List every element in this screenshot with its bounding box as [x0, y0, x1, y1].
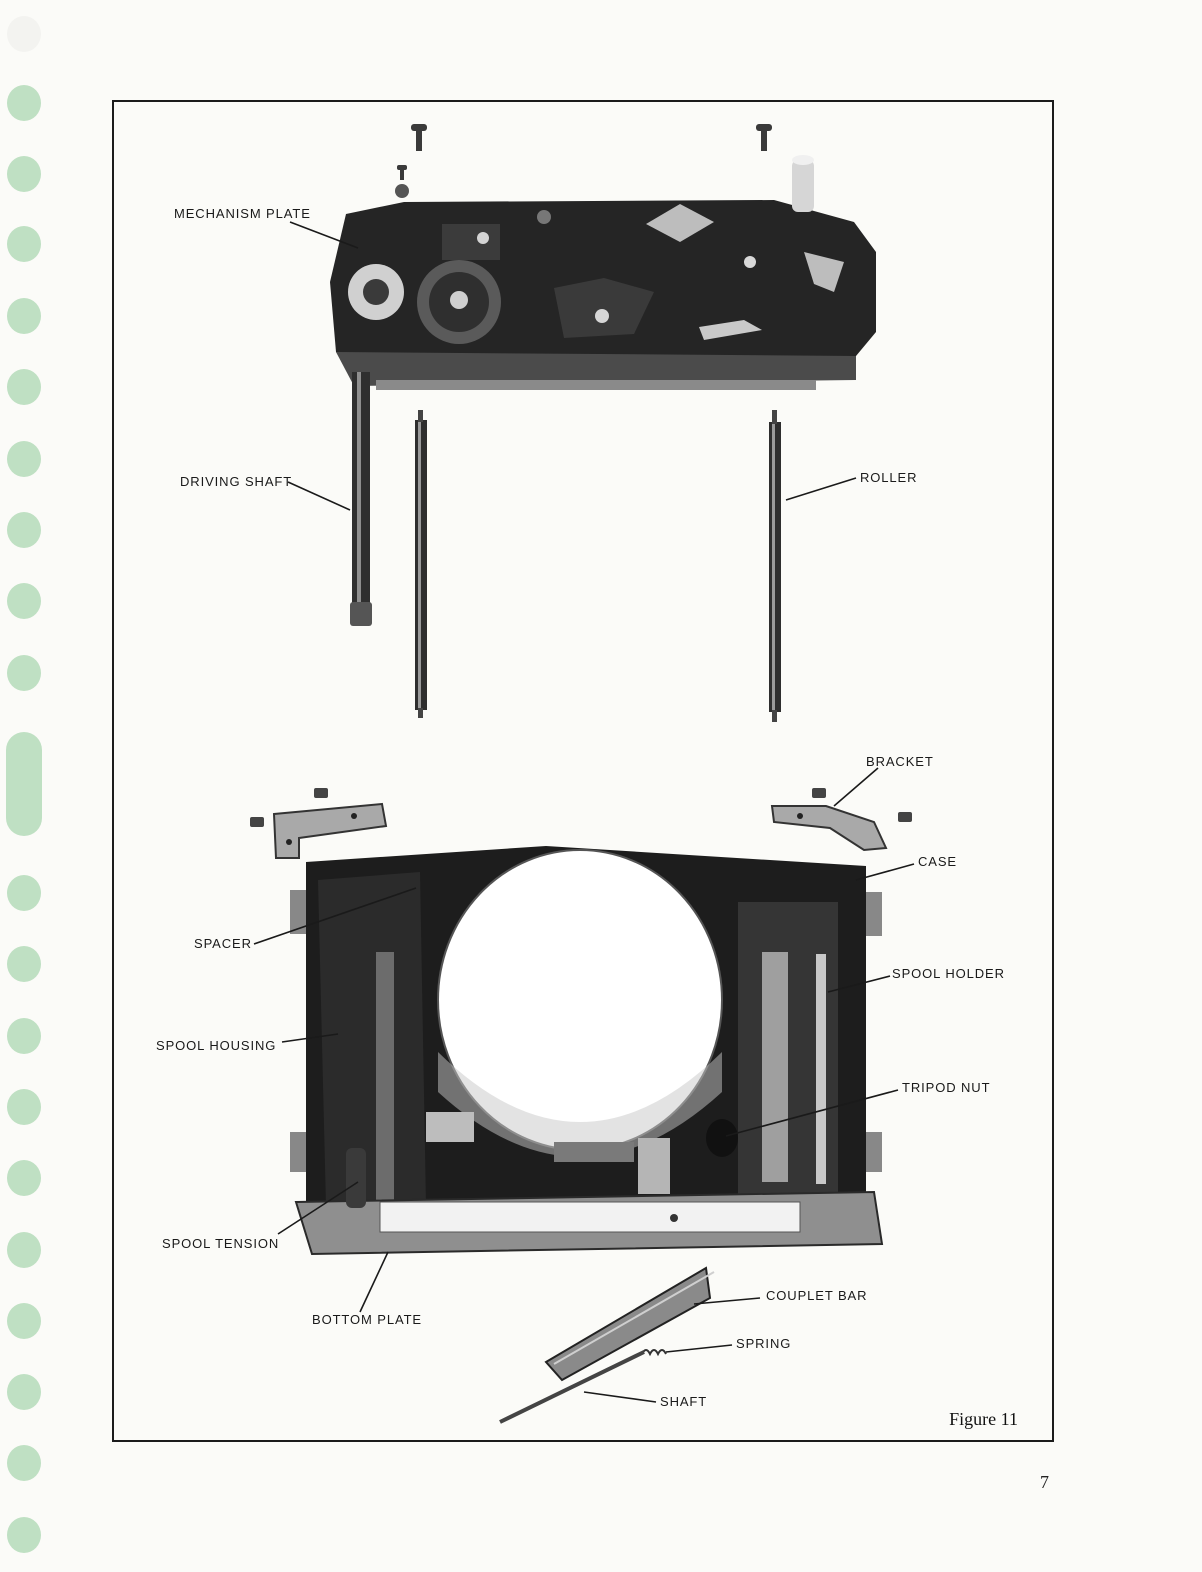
rod	[415, 410, 427, 718]
binding-holes	[0, 0, 60, 1572]
label-case: CASE	[918, 854, 957, 869]
label-shaft: SHAFT	[660, 1394, 707, 1409]
screw	[756, 124, 772, 151]
bracket-left	[250, 788, 386, 858]
screw	[411, 124, 427, 151]
spring-part	[642, 1350, 666, 1354]
label-mechanism-plate: MECHANISM PLATE	[174, 206, 311, 221]
label-roller: ROLLER	[860, 470, 917, 485]
label-spool-holder: SPOOL HOLDER	[892, 966, 1005, 981]
figure-frame: MECHANISM PLATE DRIVING SHAFT ROLLER BRA…	[112, 100, 1054, 1442]
couplet-bar	[546, 1268, 714, 1380]
label-driving-shaft: DRIVING SHAFT	[180, 474, 292, 489]
roller	[769, 410, 781, 722]
small-screw	[395, 165, 409, 198]
label-spool-housing: SPOOL HOUSING	[156, 1038, 276, 1053]
label-bracket: BRACKET	[866, 754, 934, 769]
figure-caption: Figure 11	[949, 1409, 1018, 1430]
label-spool-tension: SPOOL TENSION	[162, 1236, 279, 1251]
label-tripod-nut: TRIPOD NUT	[902, 1080, 990, 1095]
bracket-right	[772, 788, 912, 850]
label-spacer: SPACER	[194, 936, 252, 951]
mechanism-plate	[330, 155, 876, 390]
label-bottom-plate: BOTTOM PLATE	[312, 1312, 422, 1327]
page-number: 7	[1040, 1472, 1049, 1493]
label-couplet-bar: COUPLET BAR	[766, 1288, 867, 1303]
label-spring: SPRING	[736, 1336, 791, 1351]
